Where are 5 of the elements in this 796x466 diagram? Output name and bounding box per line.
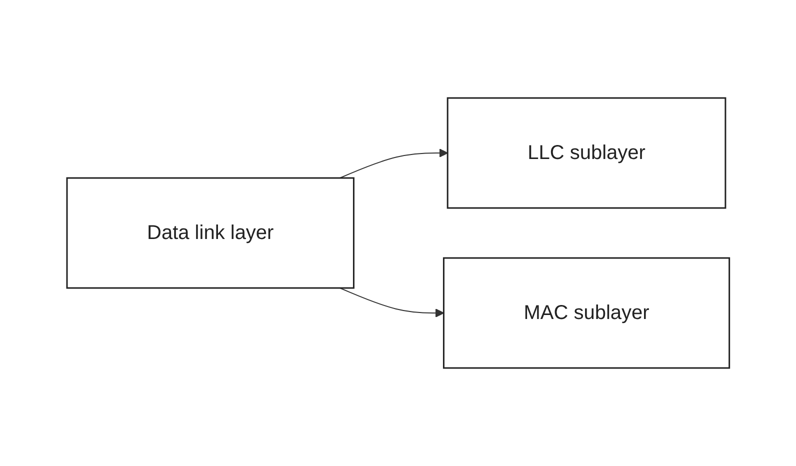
node-box: Data link layer [66, 177, 354, 289]
arrow [339, 288, 444, 318]
arrow [339, 148, 448, 178]
node-box: MAC sublayer [442, 257, 730, 369]
node-box: LLC sublayer [446, 97, 726, 209]
